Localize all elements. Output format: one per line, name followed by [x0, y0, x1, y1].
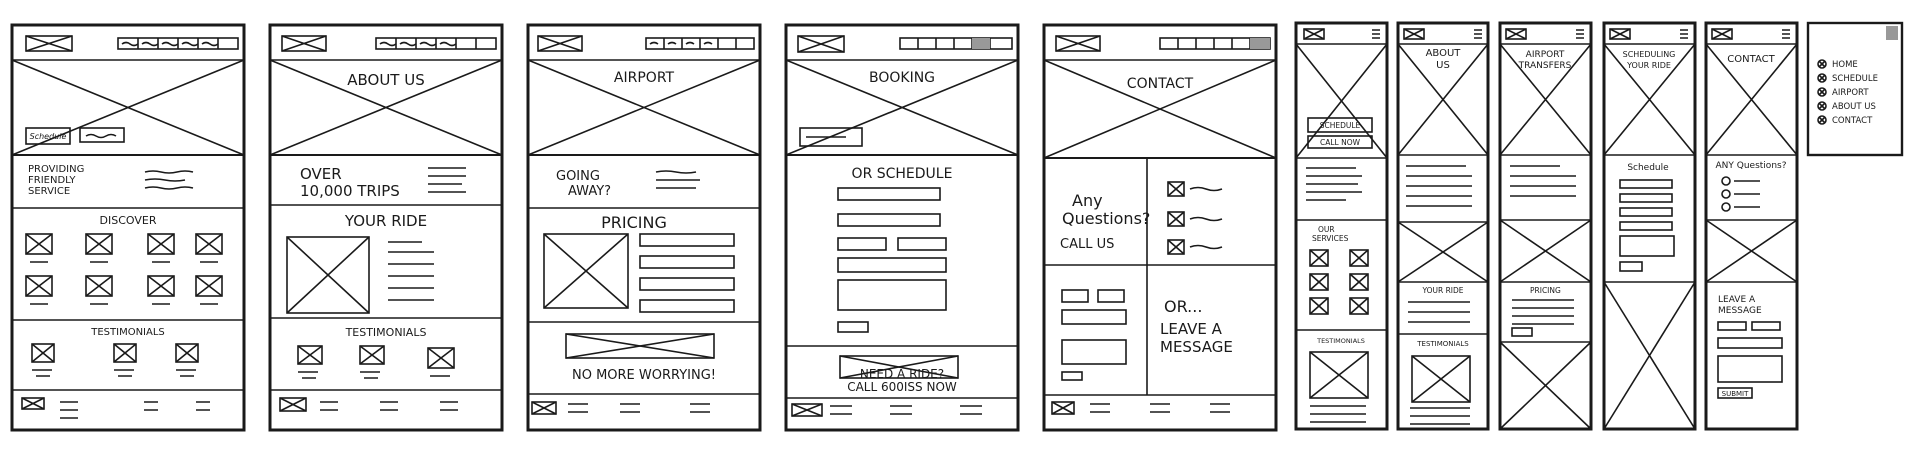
desktop-page-about — [268, 23, 504, 432]
m-scheduling-section: Schedule — [1627, 163, 1669, 173]
menu-item-airport: AIRPORT — [1832, 88, 1869, 98]
m-airport-title-1: AIRPORT — [1526, 50, 1565, 60]
m-contact-leave-a: LEAVE A — [1718, 295, 1756, 305]
airport-hero-title: AIRPORT — [614, 70, 675, 86]
airport-pricing-title: PRICING — [601, 213, 667, 232]
home-intro-line-1: PROVIDING — [28, 164, 84, 175]
m-scheduling-title-1: SCHEDULING — [1623, 50, 1676, 59]
home-schedule-button-label: Schedule — [30, 132, 67, 141]
menu-item-home: HOME — [1832, 60, 1858, 70]
menu-item-schedule: SCHEDULE — [1832, 74, 1878, 84]
airport-intro-line-1: GOING — [556, 169, 600, 184]
m-contact-submit: SUBMIT — [1722, 390, 1749, 398]
desktop-page-home — [10, 23, 246, 432]
m-about-title-2: US — [1436, 60, 1450, 71]
mobile-page-home — [1294, 21, 1389, 431]
contact-left-line-3: CALL US — [1060, 237, 1114, 252]
contact-hero-title: CONTACT — [1127, 76, 1194, 92]
about-testimonials-title: TESTIMONIALS — [345, 326, 427, 339]
about-intro-line-1: OVER — [300, 165, 342, 183]
booking-or-schedule-title: OR SCHEDULE — [852, 166, 953, 182]
contact-left-line-1: Any — [1072, 191, 1103, 210]
home-discover-title: DISCOVER — [100, 214, 157, 227]
booking-hero-title: BOOKING — [869, 70, 935, 86]
mobile-page-scheduling — [1602, 21, 1697, 431]
home-testimonials-title: TESTIMONIALS — [90, 327, 165, 338]
m-about-your-ride: YOUR RIDE — [1421, 286, 1463, 295]
mobile-page-airport — [1498, 21, 1593, 431]
home-intro-line-3: SERVICE — [28, 186, 70, 197]
m-contact-message: MESSAGE — [1718, 306, 1762, 316]
mobile-page-about — [1396, 21, 1490, 431]
home-intro-line-2: FRIENDLY — [28, 175, 76, 186]
logo-placeholder — [25, 35, 73, 52]
booking-footer-caption-2: CALL 600ISS NOW — [847, 380, 957, 394]
desktop-page-booking — [784, 23, 1020, 432]
about-hero-title: ABOUT US — [347, 71, 425, 89]
m-home-call-now-label: CALL NOW — [1320, 138, 1361, 147]
m-about-testimonials: TESTIMONIALS — [1416, 340, 1469, 348]
contact-right-line-3: MESSAGE — [1160, 338, 1233, 356]
m-about-title-1: ABOUT — [1426, 48, 1462, 59]
schedule-button-sketch — [25, 127, 71, 145]
m-airport-title-2: TRANSFERS — [1518, 61, 1572, 71]
menu-item-contact: CONTACT — [1832, 116, 1873, 126]
airport-footer-caption: NO MORE WORRYING! — [572, 368, 716, 383]
airport-intro-line-2: AWAY? — [568, 184, 611, 199]
mobile-page-contact — [1704, 21, 1799, 431]
booking-footer-caption-1: NEED A RIDE? — [860, 367, 944, 381]
about-your-ride-title: YOUR RIDE — [344, 212, 427, 230]
desktop-page-airport — [526, 23, 762, 432]
contact-right-line-2: LEAVE A — [1160, 320, 1223, 338]
m-contact-questions: ANY Questions? — [1716, 161, 1787, 171]
contact-left-line-2: Questions? — [1062, 209, 1150, 228]
m-scheduling-title-2: YOUR RIDE — [1626, 61, 1671, 70]
about-intro-line-2: 10,000 TRIPS — [300, 182, 400, 200]
contact-right-line-1: OR... — [1164, 297, 1202, 316]
mobile-menu — [1806, 21, 1904, 157]
m-home-schedule-label: SCHEDULE — [1320, 121, 1361, 130]
menu-item-about-us: ABOUT US — [1832, 102, 1876, 112]
m-home-section-2: SERVICES — [1312, 234, 1349, 243]
m-airport-pricing: PRICING — [1530, 286, 1561, 295]
m-home-section-1: OUR — [1318, 225, 1335, 234]
desktop-page-contact — [1042, 23, 1278, 432]
m-contact-title: CONTACT — [1727, 54, 1775, 65]
m-home-section-3: TESTIMONIALS — [1316, 337, 1365, 345]
